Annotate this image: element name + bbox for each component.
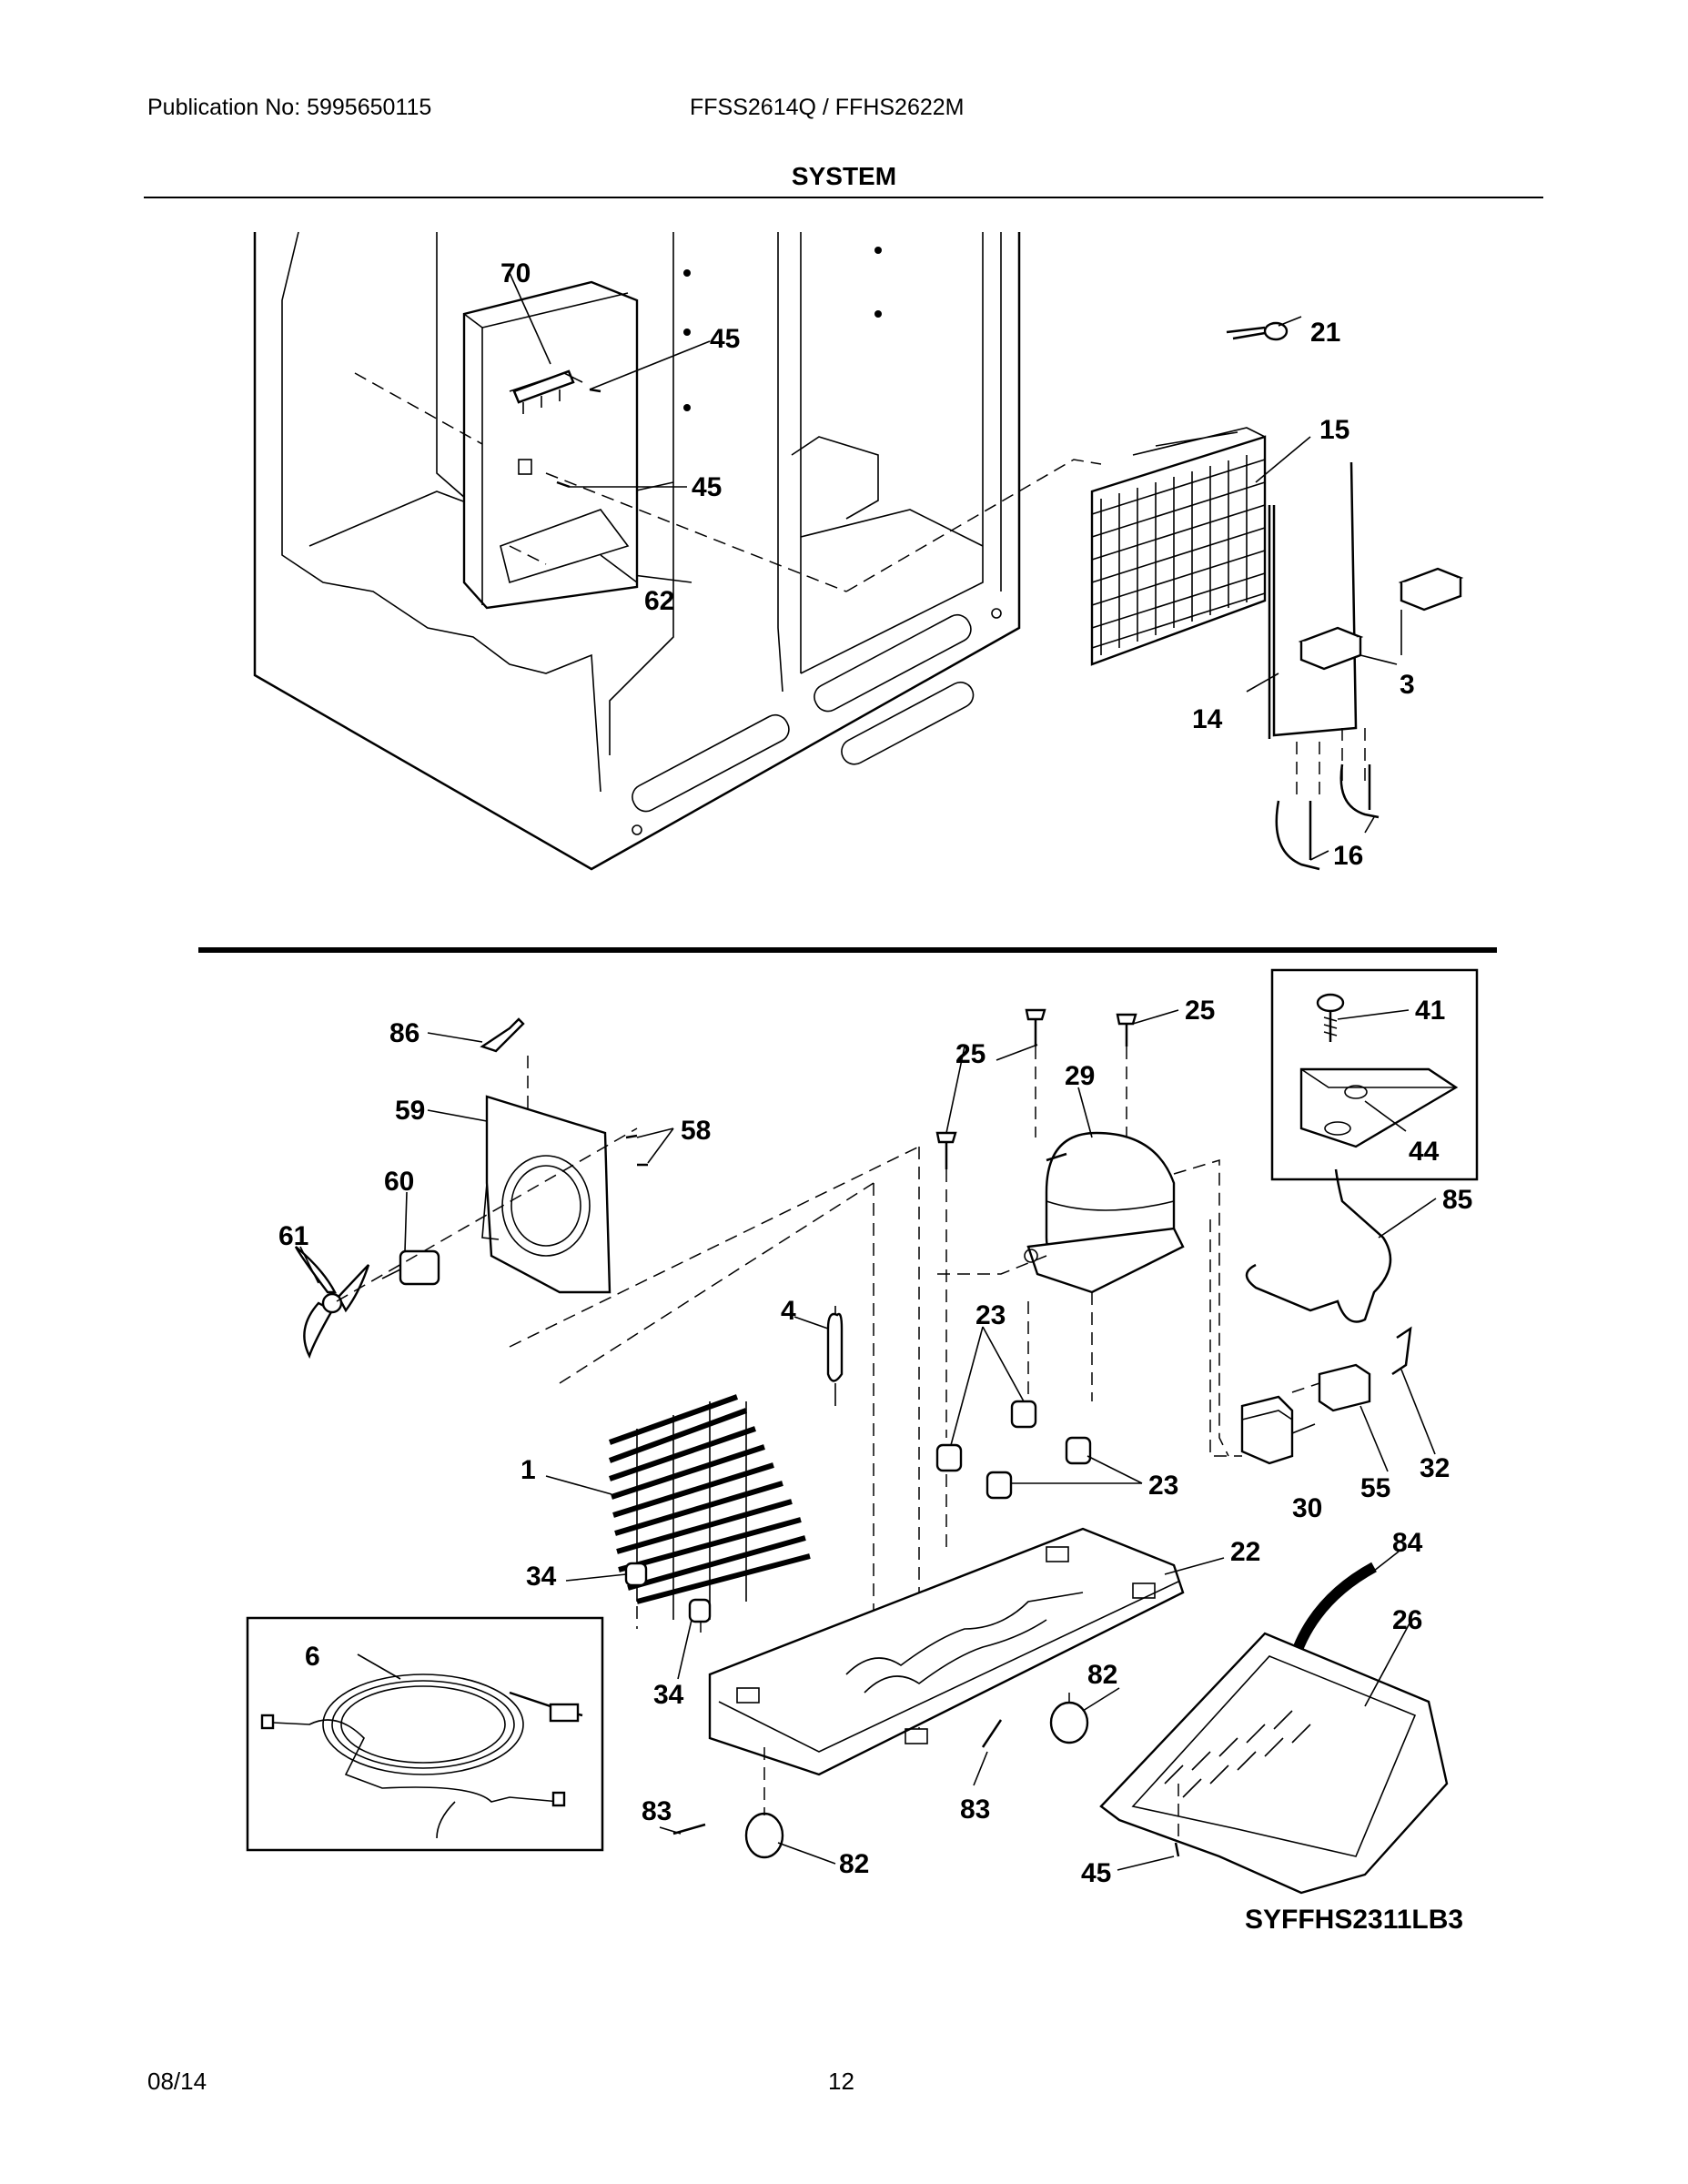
callout-82: 82 (839, 1849, 869, 1879)
page-title: SYSTEM (791, 162, 897, 190)
callout-32: 32 (1420, 1453, 1450, 1483)
publication-number: Publication No: 5995650115 (147, 95, 432, 120)
callout-85: 85 (1442, 1185, 1472, 1215)
part-16-clips (1275, 763, 1380, 871)
part-59-fan-shroud (481, 1095, 612, 1294)
callout-25: 25 (1185, 996, 1215, 1026)
callout-26: 26 (1392, 1605, 1422, 1635)
callout-60: 60 (384, 1167, 414, 1197)
part-86-clip (480, 1017, 525, 1053)
callout-41: 41 (1415, 996, 1445, 1026)
part-45-screws-top (556, 388, 601, 489)
callout-83: 83 (642, 1796, 672, 1826)
callout-62: 62 (644, 586, 674, 616)
part-14-heater-wire (1268, 461, 1358, 739)
part-26-drain-pan (1099, 1632, 1449, 1895)
part-41-screw (1316, 993, 1345, 1042)
callout-34: 34 (526, 1562, 557, 1592)
callout-34: 34 (653, 1680, 684, 1710)
part-45-screw-bottom (1174, 1842, 1180, 1857)
callout-4: 4 (781, 1296, 796, 1326)
callout-3: 3 (1400, 670, 1415, 700)
callout-21: 21 (1310, 318, 1340, 348)
callout-55: 55 (1360, 1473, 1390, 1503)
callout-58: 58 (681, 1116, 711, 1146)
callout-86: 86 (389, 1018, 419, 1048)
callout-14: 14 (1192, 704, 1223, 734)
callout-82: 82 (1087, 1660, 1117, 1690)
part-15-condenser-coil (1090, 427, 1267, 666)
part-62-chute-housing (462, 280, 639, 610)
part-44-bracket (1299, 1067, 1459, 1148)
callout-15: 15 (1319, 415, 1349, 445)
part-21-thermistor (1226, 321, 1289, 341)
callout-29: 29 (1065, 1061, 1095, 1091)
part-61-fan-blade (294, 1246, 370, 1360)
part-4-filter-drier (826, 1306, 844, 1406)
callout-59: 59 (395, 1096, 425, 1126)
callout-1: 1 (521, 1455, 536, 1485)
callout-30: 30 (1292, 1493, 1322, 1523)
part-55-relay (1318, 1363, 1371, 1412)
cabinet-drawing (253, 231, 1021, 871)
page-number: 12 (828, 2068, 854, 2095)
callout-16: 16 (1333, 841, 1363, 871)
part-85-tube (1245, 1168, 1392, 1323)
inset-box-41-44 (1270, 968, 1479, 1181)
callout-25: 25 (955, 1039, 986, 1069)
callout-23: 23 (1148, 1471, 1178, 1501)
callout-45: 45 (692, 472, 722, 502)
part-6-power-cord (260, 1673, 583, 1839)
callout-44: 44 (1409, 1137, 1440, 1167)
part-60-fan-motor (381, 1249, 440, 1286)
callout-70: 70 (500, 258, 531, 288)
part-58-screws (625, 1134, 648, 1167)
callout-45: 45 (710, 324, 740, 354)
callout-6: 6 (305, 1642, 320, 1672)
part-32-wire-clip (1391, 1326, 1412, 1376)
part-22-base-plate (708, 1527, 1185, 1776)
callout-23: 23 (975, 1300, 1006, 1330)
part-29-compressor (1024, 1131, 1185, 1294)
callout-45: 45 (1081, 1858, 1111, 1888)
callout-83: 83 (960, 1795, 990, 1825)
part-30-overload (1240, 1395, 1294, 1465)
part-82-feet (744, 1701, 1089, 1859)
part-70-bracket (512, 369, 575, 414)
model-numbers: FFSS2614Q / FFHS2622M (690, 95, 965, 120)
part-83-screws (672, 1719, 1003, 1835)
callout-61: 61 (278, 1221, 308, 1251)
callout-84: 84 (1392, 1528, 1423, 1558)
inset-box-6 (246, 1616, 604, 1852)
diagram-code: SYFFHS2311LB3 (1245, 1905, 1464, 1935)
publication-date: 08/14 (147, 2068, 207, 2095)
callout-22: 22 (1230, 1537, 1260, 1567)
part-3-insulator-blocks (1298, 567, 1464, 671)
part-1-condenser (608, 1394, 811, 1620)
header-divider (144, 197, 1543, 198)
